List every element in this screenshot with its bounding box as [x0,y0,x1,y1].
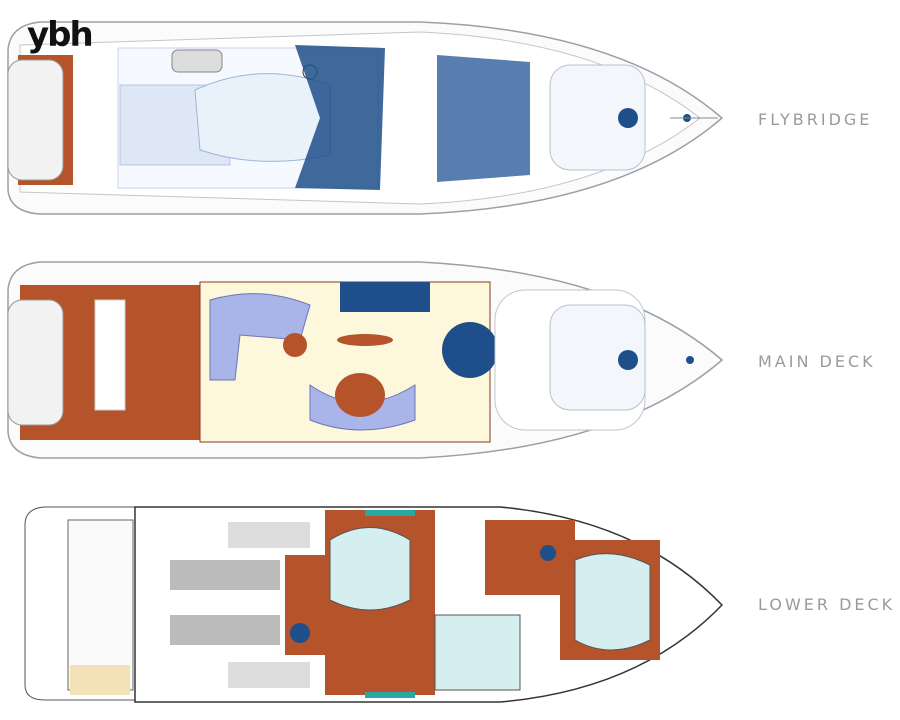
lower-deck-label: LOWER DECK [758,595,896,614]
flybridge-label: FLYBRIDGE [758,110,873,129]
flybridge-plan [7,21,724,215]
main-deck-label: MAIN DECK [758,352,876,371]
main-deck-plan [7,261,724,459]
lower-deck-plan [24,506,724,703]
ybh-logo: ybh [27,15,94,55]
